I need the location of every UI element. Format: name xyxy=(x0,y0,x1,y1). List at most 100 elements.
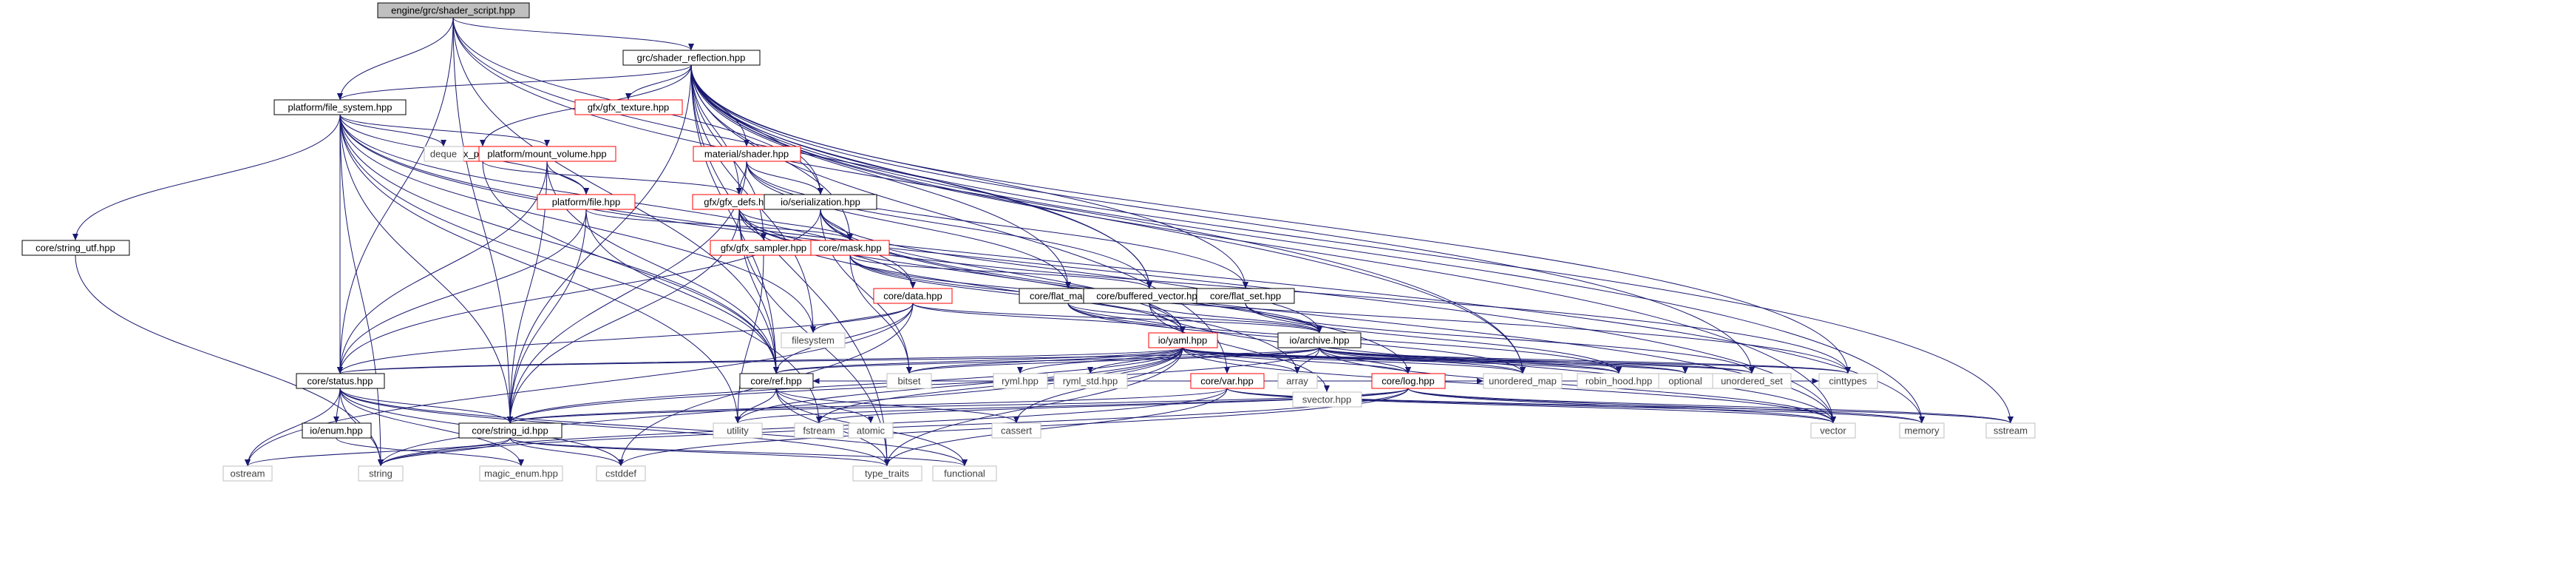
node-mount-volume[interactable]: platform/mount_volume.hpp xyxy=(478,146,616,162)
edge-io-yaml-to-unordered-map xyxy=(1182,347,1526,374)
node-label: functional xyxy=(944,468,985,479)
node-unordered-map: unordered_map xyxy=(1483,373,1563,389)
node-label: gfx/gfx_texture.hpp xyxy=(588,102,670,113)
node-optional: optional xyxy=(1658,373,1713,389)
node-label: vector xyxy=(1820,425,1846,436)
edge-core-ref-to-atomic xyxy=(775,388,874,424)
node-box xyxy=(781,332,846,348)
node-label: material/shader.hpp xyxy=(704,149,789,160)
edge-file-system-to-fstream xyxy=(339,114,822,424)
edge-io-yaml-to-string-id xyxy=(507,347,1183,424)
node-vector: vector xyxy=(1810,422,1856,439)
node-flat-set[interactable]: core/flat_set.hpp xyxy=(1196,288,1295,304)
edge-core-mask-to-io-yaml xyxy=(849,254,1186,334)
node-svector: svector.hpp xyxy=(1292,391,1362,408)
node-label: core/log.hpp xyxy=(1382,376,1435,387)
edge-core-log-to-string-id xyxy=(507,388,1409,424)
node-memory: memory xyxy=(1899,422,1945,439)
node-root[interactable]: engine/grc/shader_script.hpp xyxy=(377,2,530,18)
node-deque: deque xyxy=(424,146,464,162)
edge-string-id-to-functional xyxy=(509,437,968,467)
edge-flat-map-to-io-archive xyxy=(1067,303,1322,334)
edge-core-mask-to-bitset xyxy=(849,254,912,374)
node-box xyxy=(596,465,646,482)
edge-file-system-to-vector xyxy=(339,114,1836,424)
node-io-archive[interactable]: io/archive.hpp xyxy=(1277,332,1362,348)
node-platform-file[interactable]: platform/file.hpp xyxy=(537,194,636,210)
edge-core-var-to-vector xyxy=(1226,388,1836,424)
node-label: optional xyxy=(1668,376,1702,387)
edge-core-log-to-sstream xyxy=(1407,388,2013,424)
edge-string-id-to-ostream xyxy=(245,437,511,467)
edge-core-status-to-string-id xyxy=(339,388,513,424)
node-io-serialization[interactable]: io/serialization.hpp xyxy=(764,194,877,210)
node-gfx-texture[interactable]: gfx/gfx_texture.hpp xyxy=(574,99,683,115)
node-box xyxy=(693,146,801,162)
node-box xyxy=(1277,373,1318,389)
node-box xyxy=(873,288,953,304)
edge-file-system-to-string-id xyxy=(339,114,513,424)
node-array: array xyxy=(1277,373,1318,389)
node-functional: functional xyxy=(932,465,997,482)
node-atomic: atomic xyxy=(848,422,894,439)
node-material-shader[interactable]: material/shader.hpp xyxy=(693,146,801,162)
node-label: cstddef xyxy=(605,468,636,479)
node-label: ryml_std.hpp xyxy=(1063,376,1118,387)
node-box xyxy=(574,99,683,115)
node-label: core/data.hpp xyxy=(883,291,942,302)
edge-io-archive-to-core-status xyxy=(337,347,1320,374)
node-ryml: ryml.hpp xyxy=(993,373,1048,389)
node-box xyxy=(794,422,844,439)
edge-shader-reflection-to-flat-map xyxy=(690,64,1071,289)
node-string-utf[interactable]: core/string_utf.hpp xyxy=(21,240,130,256)
node-buffered-vector[interactable]: core/buffered_vector.hpp xyxy=(1083,288,1216,304)
edge-shader-reflection-to-cinttypes xyxy=(690,64,1851,374)
node-label: array xyxy=(1286,376,1308,387)
node-core-data[interactable]: core/data.hpp xyxy=(873,288,953,304)
edge-core-status-to-magic-enum xyxy=(339,388,524,467)
edge-shader-reflection-to-gfx-defs xyxy=(690,64,742,195)
edge-core-data-to-ostream xyxy=(245,303,914,467)
edge-shader-reflection-to-core-ref xyxy=(690,64,779,374)
node-label: type_traits xyxy=(865,468,909,479)
node-box xyxy=(296,373,385,389)
edge-shader-reflection-to-flat-set xyxy=(690,64,1248,289)
node-file-system[interactable]: platform/file_system.hpp xyxy=(273,99,407,115)
edge-io-yaml-to-core-ref xyxy=(773,347,1183,374)
edge-shader-reflection-to-file-system xyxy=(337,64,692,101)
edge-platform-file-to-core-ref xyxy=(585,209,779,374)
node-label: grc/shader_reflection.hpp xyxy=(637,53,746,64)
node-shader-reflection[interactable]: grc/shader_reflection.hpp xyxy=(622,50,761,66)
node-label: gfx/gfx_defs.hpp xyxy=(704,197,774,208)
edge-io-serialization-to-io-yaml xyxy=(820,209,1186,334)
node-core-var[interactable]: core/var.hpp xyxy=(1190,373,1265,389)
node-label: io/yaml.hpp xyxy=(1158,335,1207,346)
dependency-edges xyxy=(72,17,2013,467)
edge-gfx-pipeline-to-core-ref xyxy=(482,161,779,374)
node-label: unordered_map xyxy=(1489,376,1557,387)
node-label: sstream xyxy=(1994,425,2028,436)
node-core-ref[interactable]: core/ref.hpp xyxy=(739,373,814,389)
edge-file-system-to-filesystem xyxy=(339,114,816,334)
node-io-enum[interactable]: io/enum.hpp xyxy=(302,422,372,439)
node-string-id[interactable]: core/string_id.hpp xyxy=(458,422,563,439)
node-core-mask[interactable]: core/mask.hpp xyxy=(810,240,890,256)
node-label: filesystem xyxy=(792,335,835,346)
node-label: core/var.hpp xyxy=(1200,376,1254,387)
node-gfx-defs[interactable]: gfx/gfx_defs.hpp xyxy=(692,194,786,210)
node-label: core/ref.hpp xyxy=(750,376,801,387)
node-box xyxy=(764,194,877,210)
edge-shader-reflection-to-sstream xyxy=(690,64,2013,424)
edge-io-serialization-to-io-archive xyxy=(820,209,1322,334)
edge-shader-reflection-to-type-traits xyxy=(690,64,890,467)
edge-shader-reflection-to-buffered-vector xyxy=(690,64,1152,289)
node-io-yaml[interactable]: io/yaml.hpp xyxy=(1148,332,1218,348)
edge-io-archive-to-robin-hood xyxy=(1319,347,1622,374)
node-core-status[interactable]: core/status.hpp xyxy=(296,373,385,389)
edge-shader-reflection-to-core-var xyxy=(690,64,1230,374)
node-core-log[interactable]: core/log.hpp xyxy=(1371,373,1446,389)
node-box xyxy=(932,465,997,482)
node-gfx-sampler[interactable]: gfx/gfx_sampler.hpp xyxy=(710,240,818,256)
edge-core-log-to-fstream xyxy=(816,388,1409,424)
